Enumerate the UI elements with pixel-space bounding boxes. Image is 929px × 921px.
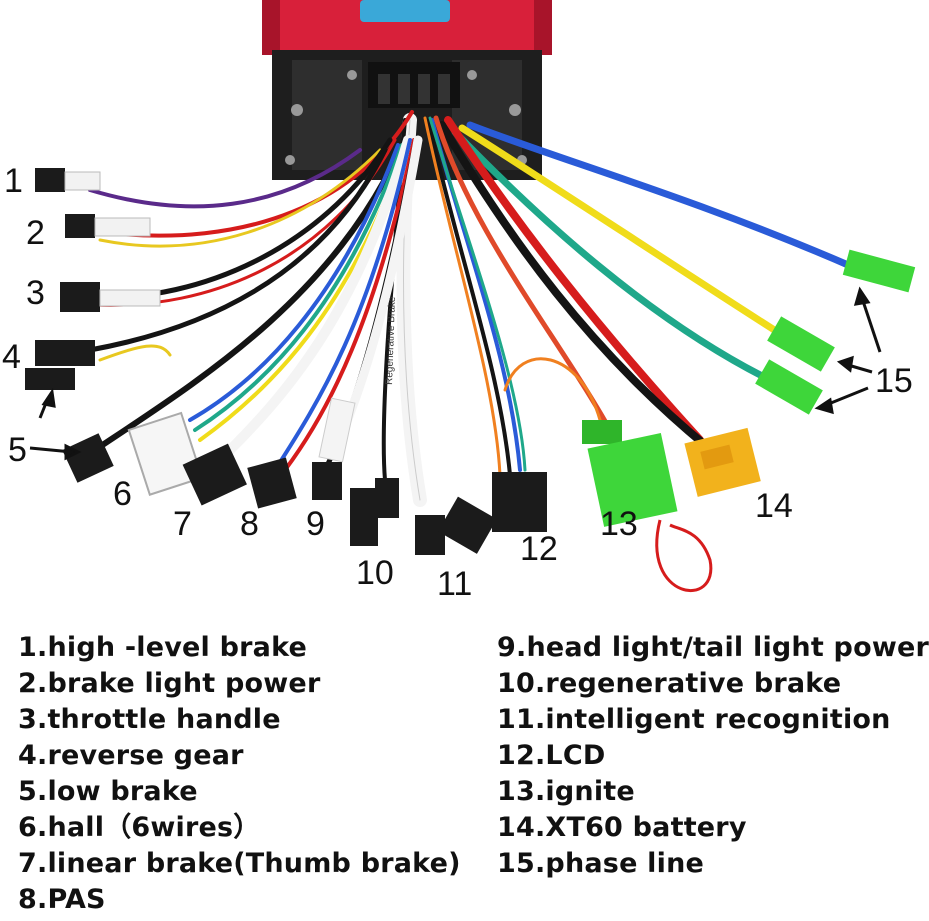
lcd-loop-orange	[503, 357, 602, 422]
callout-numbers: 1 2 3 4 5 6 7 8 9 10 11 12 13 14 15	[2, 162, 913, 603]
connector-8-pas	[247, 457, 297, 509]
battery-wire-red	[444, 116, 704, 444]
legend-item-3: 3.throttle handle	[18, 704, 281, 735]
legend-item-10: 10.regenerative brake	[497, 668, 842, 699]
callout-number-12: 12	[520, 530, 558, 568]
phase-wire-green	[451, 128, 774, 384]
wire-4-black	[87, 147, 388, 353]
wire-6-blue	[188, 143, 400, 422]
callout-number-14: 14	[755, 487, 793, 525]
connector-3-throttle-handle	[60, 282, 161, 312]
wire-8-blue	[273, 138, 412, 472]
callout-number-8: 8	[240, 505, 259, 543]
connector-2-brake-light-power	[65, 214, 151, 238]
legend-item-8: 8.PAS	[18, 884, 106, 915]
legend-item-1: 1.high -level brake	[18, 632, 308, 663]
phase-wire-yellow	[458, 124, 794, 344]
wire-6-green	[193, 143, 404, 432]
connector-15-phase-line	[755, 249, 916, 415]
callout-number-5: 5	[8, 431, 27, 469]
legend-right-column: 9.head light/tail light power 10.regener…	[497, 630, 929, 882]
wiring-illustration: Regenerative Brake 1 2 3 4 5 6 7 8 9 10 …	[2, 0, 916, 603]
callout-number-6: 6	[113, 475, 132, 513]
callout-number-11: 11	[437, 565, 472, 603]
wire-1-purple	[88, 148, 362, 209]
connector-13-ignite	[582, 420, 713, 593]
lcd-wire-green	[428, 116, 527, 472]
connectors	[25, 168, 916, 593]
callout-number-15: 15	[875, 362, 913, 400]
wire-7-white	[225, 135, 413, 455]
wire-4-yellow	[98, 344, 172, 362]
wire-5-black	[92, 147, 403, 453]
callout-number-9: 9	[306, 505, 325, 543]
callout-number-4: 4	[2, 338, 21, 376]
connector-10-regenerative-brake	[350, 478, 399, 546]
phase-wire-blue	[466, 121, 859, 272]
connector-9-light-power	[312, 397, 356, 500]
lcd-wire-orange	[423, 116, 502, 477]
callout-arrows	[29, 286, 882, 461]
connector-14-xt60-battery	[684, 427, 761, 497]
wire-2-yellow	[98, 148, 382, 248]
callout-number-10: 10	[356, 554, 394, 592]
callout-number-3: 3	[26, 274, 45, 312]
callout-number-7: 7	[173, 505, 192, 543]
callout-number-13: 13	[600, 505, 638, 543]
connector-4-reverse-gear	[25, 340, 95, 390]
legend-item-5: 5.low brake	[18, 776, 198, 807]
connector-6-hall	[127, 411, 204, 496]
legend-item-14: 14.XT60 battery	[497, 812, 747, 843]
legend-item-13: 13.ignite	[497, 776, 635, 807]
connector-7-linear-brake	[182, 443, 247, 506]
legend-item-15: 15.phase line	[497, 848, 705, 879]
legend-item-6: 6.hall（6wires）	[18, 812, 261, 843]
legend-item-11: 11.intelligent recognition	[497, 704, 891, 735]
callout-number-1: 1	[4, 162, 23, 200]
legend-item-2: 2.brake light power	[18, 668, 321, 699]
connector-1-high-level-brake	[35, 168, 101, 192]
legend-item-7: 7.linear brake(Thumb brake)	[18, 848, 461, 879]
connector-12-lcd	[492, 472, 547, 532]
legend-left-column: 1.high -level brake 2.brake light power …	[18, 630, 461, 918]
legend-item-12: 12.LCD	[497, 740, 606, 771]
battery-wire-black	[438, 121, 709, 449]
lcd-wire-black	[426, 118, 512, 477]
legend: 1.high -level brake 2.brake light power …	[0, 630, 929, 920]
legend-item-4: 4.reverse gear	[18, 740, 244, 771]
wire-8-red	[283, 138, 416, 472]
regenerative-brake-sleeve-text: Regenerative Brake	[384, 296, 398, 385]
legend-item-9: 9.head light/tail light power	[497, 632, 929, 663]
connector-11-intelligent-recognition	[415, 496, 497, 555]
callout-number-2: 2	[26, 214, 45, 252]
connector-5-low-brake	[62, 433, 114, 483]
wire-harness	[87, 110, 859, 507]
